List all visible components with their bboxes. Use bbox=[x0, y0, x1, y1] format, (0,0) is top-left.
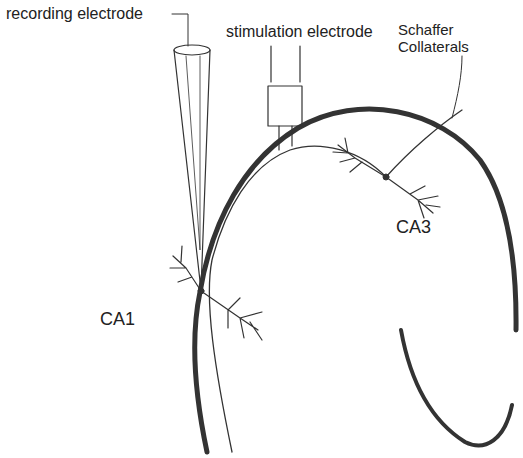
region-label: CA3 bbox=[396, 218, 431, 238]
ca1-dendrites bbox=[201, 291, 262, 340]
recording-electrode bbox=[174, 45, 210, 55]
ca3-dendrites bbox=[333, 138, 386, 177]
recording-electrode bbox=[174, 50, 210, 290]
recording-electrode bbox=[186, 56, 200, 250]
electrode-label: stimulation electrode bbox=[226, 23, 373, 41]
stimulation-electrode bbox=[268, 86, 302, 126]
axon-arc bbox=[209, 146, 386, 452]
leader-line bbox=[452, 56, 462, 118]
stimulation-electrode bbox=[271, 46, 300, 82]
electrode-label: recording electrode bbox=[6, 5, 143, 23]
region-label: CA1 bbox=[100, 310, 135, 330]
pyramidal-layer bbox=[195, 109, 516, 452]
ca3-dendrites bbox=[386, 177, 440, 218]
collateral-axon bbox=[386, 110, 462, 177]
dentate-layer bbox=[401, 330, 512, 445]
leader-line bbox=[172, 14, 188, 46]
pathway-label: Schaffer Collaterals bbox=[398, 22, 488, 55]
stimulation-electrode bbox=[279, 126, 292, 150]
